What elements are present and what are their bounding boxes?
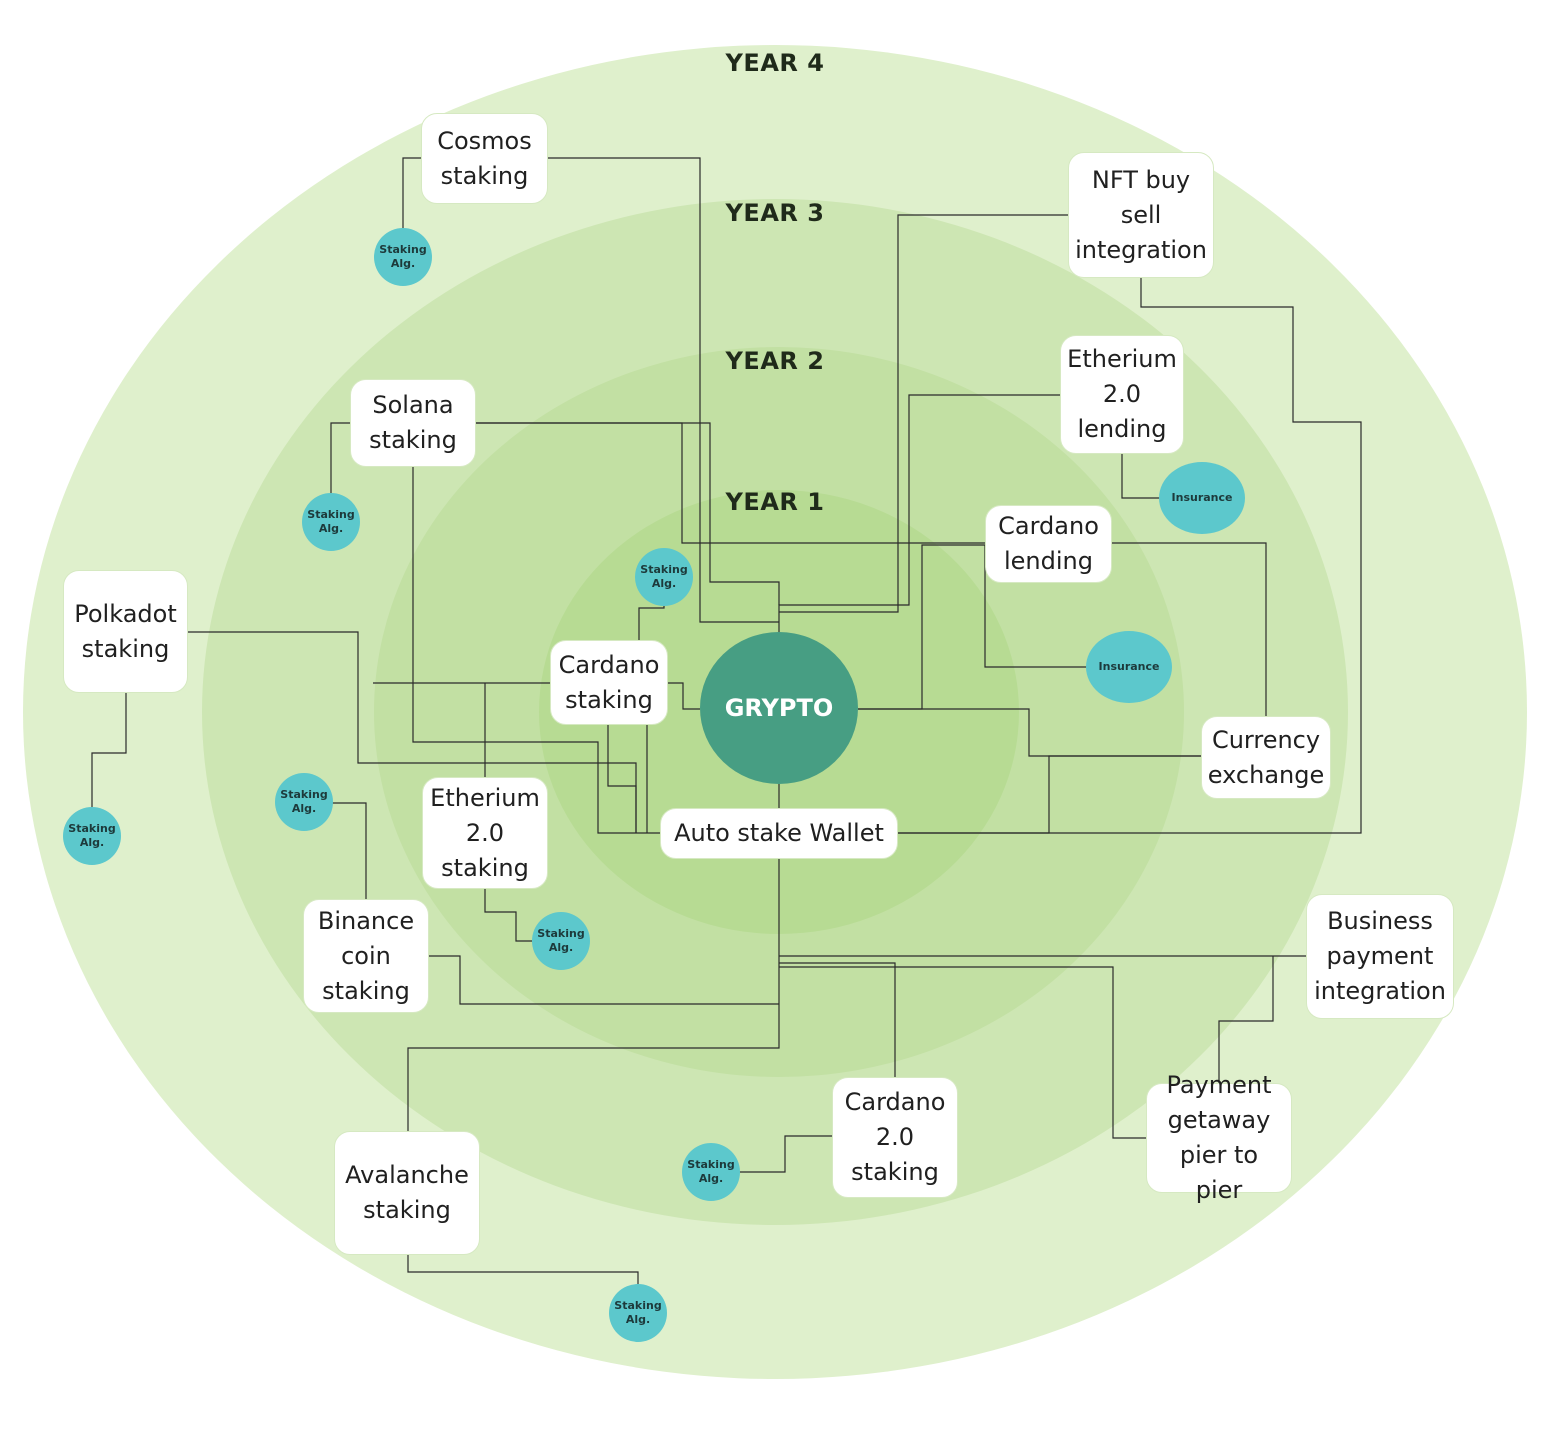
year-4-label: YEAR 4 <box>725 49 825 77</box>
solana-staking-label: Solana staking <box>369 391 457 454</box>
staking-alg-badge-solana: Staking Alg. <box>302 493 360 551</box>
auto-stake-wallet-label: Auto stake Wallet <box>674 819 884 847</box>
etherium-lending-box: Etherium 2.0 lending <box>1060 335 1184 454</box>
year-2-label: YEAR 2 <box>725 347 825 375</box>
cardano-2-staking-box: Cardano 2.0 staking <box>832 1077 958 1198</box>
staking-alg-badge-cardano: Staking Alg. <box>635 548 693 606</box>
etherium-lending-label: Etherium 2.0 lending <box>1067 345 1177 443</box>
staking-alg-badge-etherium: Staking Alg. <box>532 912 590 970</box>
cosmos-staking-label: Cosmos staking <box>437 126 532 190</box>
cardano-2-staking-label: Cardano 2.0 staking <box>844 1088 946 1186</box>
solana-staking-box: Solana staking <box>350 379 476 467</box>
business-payment-label: Business payment integration <box>1314 907 1446 1005</box>
etherium-staking-box: Etherium 2.0 staking <box>422 777 548 889</box>
cosmos-staking-box: Cosmos staking <box>421 113 548 204</box>
business-payment-box: Business payment integration <box>1306 894 1454 1019</box>
staking-alg-badge-binance: Staking Alg. <box>275 773 333 831</box>
currency-exchange-box: Currency exchange <box>1201 716 1331 799</box>
avalanche-staking-label: Avalanche staking <box>345 1161 469 1224</box>
polkadot-staking-label: Polkadot staking <box>74 599 177 663</box>
avalanche-staking-box: Avalanche staking <box>334 1131 480 1255</box>
currency-exchange-label: Currency exchange <box>1207 725 1325 789</box>
nft-integration-box: NFT buy sell integration <box>1068 152 1214 278</box>
year-1-label: YEAR 1 <box>725 488 825 516</box>
polkadot-staking-box: Polkadot staking <box>63 570 188 693</box>
connector-lines <box>91 157 1362 1286</box>
binance-staking-box: Binance coin staking <box>303 899 429 1013</box>
insurance-badge-etherium: Insurance <box>1159 462 1245 534</box>
etherium-staking-label: Etherium 2.0 staking <box>430 783 540 882</box>
payment-getaway-label: Payment getaway pier to pier <box>1166 1071 1272 1204</box>
year-3-label: YEAR 3 <box>725 199 825 227</box>
staking-alg-badge-avalanche: Staking Alg. <box>609 1284 667 1342</box>
staking-alg-badge-cosmos: Staking Alg. <box>374 228 432 286</box>
cardano-lending-label: Cardano lending <box>998 512 1099 575</box>
cardano-staking-box: Cardano staking <box>550 640 668 725</box>
insurance-badge-cardano: Insurance <box>1086 631 1172 703</box>
cardano-staking-label: Cardano staking <box>558 650 660 714</box>
grypto-core: GRYPTO <box>700 632 858 784</box>
cardano-lending-box: Cardano lending <box>985 505 1112 583</box>
payment-getaway-box: Payment getaway pier to pier <box>1146 1071 1292 1204</box>
binance-staking-label: Binance coin staking <box>317 906 415 1005</box>
staking-alg-badge-cardano-2: Staking Alg. <box>682 1143 740 1201</box>
nft-integration-label: NFT buy sell integration <box>1075 165 1207 264</box>
staking-alg-badge-polkadot: Staking Alg. <box>63 807 121 865</box>
auto-stake-wallet-box: Auto stake Wallet <box>660 808 898 859</box>
